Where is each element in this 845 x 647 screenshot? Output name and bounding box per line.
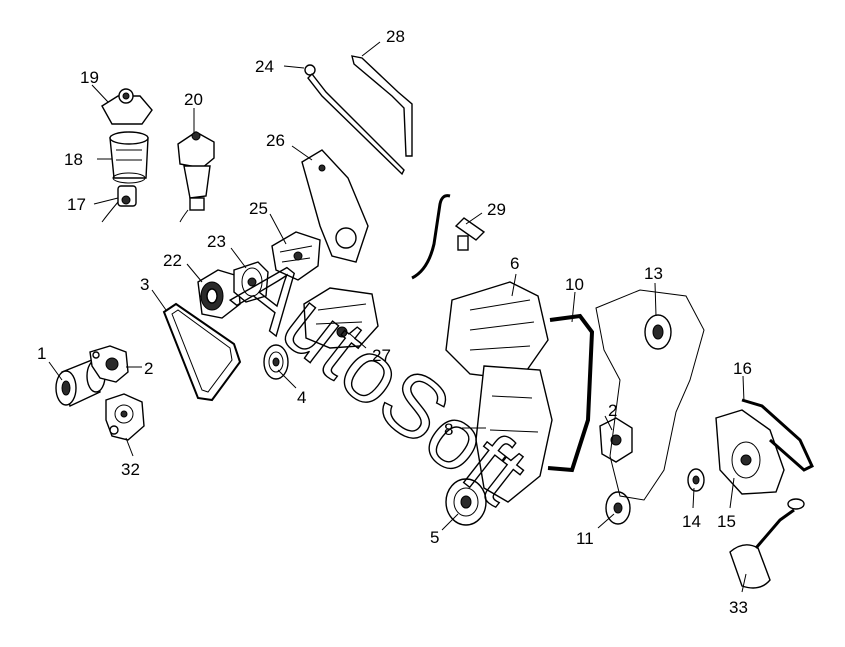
part-18-filter <box>109 131 149 184</box>
callout-33: 33 <box>729 598 748 617</box>
callout-23: 23 <box>207 232 226 251</box>
part-27-injection-pump <box>303 287 379 349</box>
callout-11: 11 <box>576 529 594 548</box>
part-5-crank-pulley <box>445 478 487 526</box>
callout-5: 5 <box>430 528 439 547</box>
callout-22: 22 <box>163 251 182 270</box>
callout-20: 20 <box>184 90 203 109</box>
leader-lines <box>48 41 747 593</box>
callout-28: 28 <box>386 27 405 46</box>
part-22-oil-pump <box>197 269 241 319</box>
part-19-filter-head <box>101 88 153 125</box>
part-23-water-pump <box>233 261 269 303</box>
part-26-rear-plate <box>301 149 369 263</box>
callout-2-right: 2 <box>608 401 617 420</box>
callout-13: 13 <box>644 264 663 283</box>
part-2-tensioner-right <box>599 417 633 463</box>
callout-4: 4 <box>297 388 306 407</box>
part-14-gear <box>687 468 705 492</box>
part-32-tensioner <box>105 393 145 441</box>
callout-10: 10 <box>565 275 584 294</box>
callout-24: 24 <box>255 57 274 76</box>
callout-29: 29 <box>487 200 506 219</box>
callout-labels: 1 2 2 3 4 5 6 8 10 11 13 14 15 16 17 18 … <box>37 27 752 617</box>
callout-17: 17 <box>67 195 86 214</box>
callout-8: 8 <box>444 420 453 439</box>
part-20-pump-assembly <box>177 131 215 223</box>
callout-2-left: 2 <box>144 359 153 378</box>
callout-27: 27 <box>372 346 391 365</box>
part-16-gasket <box>741 398 814 472</box>
part-15-housing <box>715 409 785 495</box>
part-24-dipstick <box>304 64 405 176</box>
part-backplate <box>595 289 705 501</box>
callout-18: 18 <box>64 150 83 169</box>
part-33-oil-pickup <box>729 498 805 589</box>
callout-26: 26 <box>266 131 285 150</box>
callout-19: 19 <box>80 68 99 87</box>
callout-25: 25 <box>249 199 268 218</box>
part-29-injector <box>411 194 486 280</box>
callout-6: 6 <box>510 254 519 273</box>
part-17-sensor <box>101 185 137 223</box>
part-1-roller <box>55 359 106 407</box>
part-25-bracket <box>271 231 321 281</box>
part-13-cam-sprocket <box>644 314 672 350</box>
callout-32: 32 <box>121 460 140 479</box>
part-3-belt <box>162 302 242 402</box>
part-2-tensioner-left <box>89 345 129 383</box>
callout-15: 15 <box>717 512 736 531</box>
part-10-gasket <box>547 313 595 473</box>
callout-1: 1 <box>37 344 46 363</box>
part-28-dipstick-tube <box>351 55 413 157</box>
callout-14: 14 <box>682 512 701 531</box>
part-6-upper-cover <box>445 281 549 381</box>
callout-3: 3 <box>140 275 149 294</box>
part-4-pulley <box>263 344 289 380</box>
callout-16: 16 <box>733 359 752 378</box>
part-8-lower-cover <box>475 365 553 503</box>
